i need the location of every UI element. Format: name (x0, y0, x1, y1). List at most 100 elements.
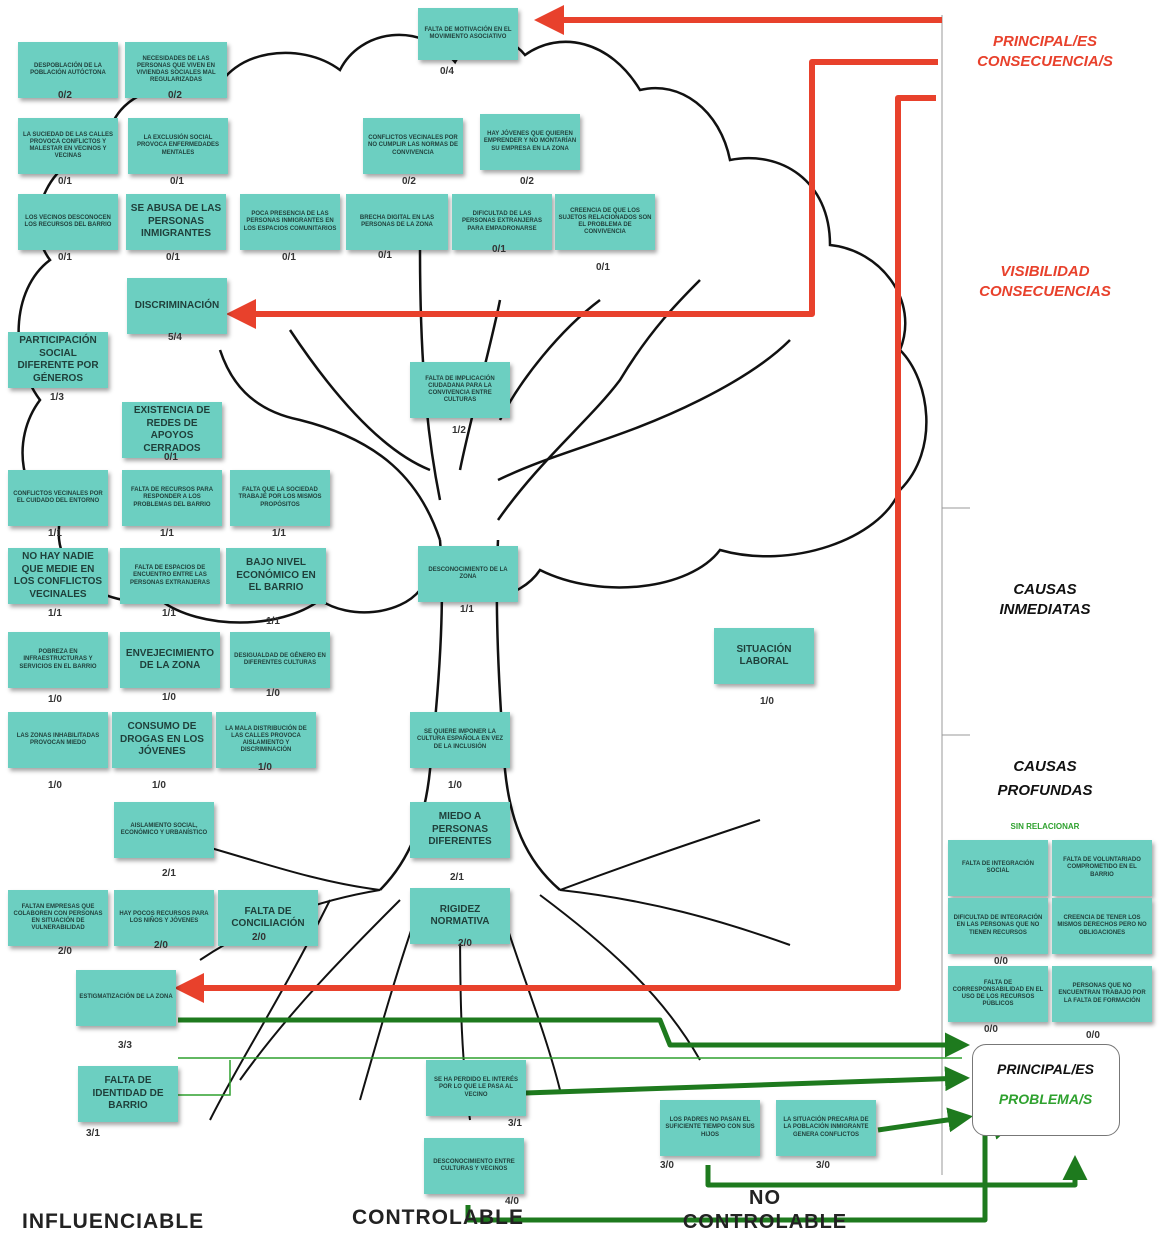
note-score-falta-recursos: 1/1 (160, 528, 174, 539)
sticky-note-imponer-cultura: SE QUIERE IMPONER LA CULTURA ESPAÑOLA EN… (410, 712, 510, 768)
note-score-necesidades: 0/2 (168, 90, 182, 101)
sin-relacionar-label: SIN RELACIONAR (1010, 822, 1080, 831)
note-score-imponer-cultura: 1/0 (448, 780, 462, 791)
sticky-note-situacion-laboral: SITUACIÓN LABORAL (714, 628, 814, 684)
no-controlable-label: NO CONTROLABLE (682, 1187, 848, 1233)
sticky-note-falta-identidad: FALTA DE IDENTIDAD DE BARRIO (78, 1066, 178, 1122)
sticky-note-falta-sociedad: FALTA QUE LA SOCIEDAD TRABAJE POR LOS MI… (230, 470, 330, 526)
sticky-note-vecinos-ignoran: LOS VECINOS DESCONOCEN LOS RECURSOS DEL … (18, 194, 118, 250)
sticky-note-miedo-personas: MIEDO A PERSONAS DIFERENTES (410, 802, 510, 858)
note-score-exclusion-social: 0/1 (170, 176, 184, 187)
sticky-note-rigidez-normativa: RIGIDEZ NORMATIVA (410, 888, 510, 944)
sticky-note-falta-corresponsabilidad: FALTA DE CORRESPONSABILIDAD EN EL USO DE… (948, 966, 1048, 1022)
sticky-note-consumo-drogas: CONSUMO DE DROGAS EN LOS JÓVENES (112, 712, 212, 768)
note-score-desigualdad-genero: 1/0 (266, 688, 280, 699)
red-arrow-estigmatizacion (174, 95, 936, 1003)
note-score-nadie-media: 1/1 (48, 608, 62, 619)
note-score-situacion-precaria: 3/0 (816, 1160, 830, 1171)
sticky-note-falta-recursos: FALTA DE RECURSOS PARA RESPONDER A LOS P… (122, 470, 222, 526)
note-score-padres-tiempo: 3/0 (660, 1160, 674, 1171)
sticky-note-creencia-sujetos: CREENCIA DE QUE LOS SUJETOS RELACIONADOS… (555, 194, 655, 250)
green-arrow-1 (178, 1017, 970, 1058)
note-score-envejecimiento: 1/0 (162, 692, 176, 703)
sticky-note-suciedad: LA SUCIEDAD DE LAS CALLES PROVOCA CONFLI… (18, 118, 118, 174)
note-score-despoblacion: 0/2 (58, 90, 72, 101)
note-score-pobreza-infraestructuras: 1/0 (48, 694, 62, 705)
principal-consecuencias-label: PRINCIPAL/ES CONSECUENCIA/S (977, 33, 1113, 71)
principal-problemas-line1: PRINCIPAL/ES (997, 1061, 1094, 1077)
note-score-zonas-inhabilitadas: 1/0 (48, 780, 62, 791)
sticky-note-falta-motivacion: FALTA DE MOTIVACIÓN EN EL MOVIMIENTO ASO… (418, 8, 518, 60)
note-score-brecha-digital: 0/1 (378, 250, 392, 261)
note-score-creencia-sujetos: 0/1 (596, 262, 610, 273)
note-score-aislamiento: 2/1 (162, 868, 176, 879)
sticky-note-jovenes-emprender: HAY JÓVENES QUE QUIEREN EMPRENDER Y NO M… (480, 114, 580, 170)
note-score-suciedad: 0/1 (58, 176, 72, 187)
sticky-note-conflictos-normas: CONFLICTOS VECINALES POR NO CUMPLIR LAS … (363, 118, 463, 174)
sticky-note-falta-voluntariado: FALTA DE VOLUNTARIADO COMPROMETIDO EN EL… (1052, 840, 1152, 896)
sticky-note-zonas-inhabilitadas: LAS ZONAS INHABILITADAS PROVOCAN MIEDO (8, 712, 108, 768)
sticky-note-redes-apoyo: EXISTENCIA DE REDES DE APOYOS CERRADOS (122, 402, 222, 458)
causas-inmediatas-label: CAUSAS INMEDIATAS (999, 581, 1091, 619)
note-score-consumo-drogas: 1/0 (152, 780, 166, 791)
note-score-dificultad-integracion: 0/0 (994, 956, 1008, 967)
red-arrows (174, 5, 942, 1003)
note-score-participacion-social: 1/3 (50, 392, 64, 403)
green-arrow-2 (524, 1066, 970, 1096)
sticky-note-falta-implicacion: FALTA DE IMPLICACIÓN CIUDADANA PARA LA C… (410, 362, 510, 418)
note-score-desconocimiento-culturas: 4/0 (505, 1196, 519, 1207)
sticky-note-padres-tiempo: LOS PADRES NO PASAN EL SUFICIENTE TIEMPO… (660, 1100, 760, 1156)
note-score-falta-corresponsabilidad: 0/0 (984, 1024, 998, 1035)
green-arrows (178, 1017, 1088, 1223)
sticky-note-creencia-derechos: CREENCIA DE TENER LOS MISMOS DERECHOS PE… (1052, 898, 1152, 954)
note-score-falta-motivacion: 0/4 (440, 66, 454, 77)
green-arrow-3 (877, 1107, 973, 1133)
green-arrow-4 (705, 1155, 1088, 1188)
note-score-vecinos-ignoran: 0/1 (58, 252, 72, 263)
sticky-note-envejecimiento: ENVEJECIMIENTO DE LA ZONA (120, 632, 220, 688)
sticky-note-falta-conciliacion: FALTA DE CONCILIACIÓN (218, 890, 318, 946)
principal-problemas-line2: PROBLEMA/S (998, 1091, 1093, 1107)
sticky-note-discriminacion: DISCRIMINACIÓN (127, 278, 227, 334)
red-arrow-discriminacion (226, 59, 938, 329)
sticky-note-falta-empresas: FALTAN EMPRESAS QUE COLABOREN CON PERSON… (8, 890, 108, 946)
note-score-bajo-nivel: 1/1 (266, 616, 280, 627)
sticky-note-nadie-media: NO HAY NADIE QUE MEDIE EN LOS CONFLICTOS… (8, 548, 108, 604)
note-score-pocos-recursos: 2/0 (154, 940, 168, 951)
sticky-note-despoblacion: DESPOBLACIÓN DE LA POBLACIÓN AUTÓCTONA (18, 42, 118, 98)
sticky-note-bajo-nivel: BAJO NIVEL ECONÓMICO EN EL BARRIO (226, 548, 326, 604)
note-score-situacion-laboral: 1/0 (760, 696, 774, 707)
sticky-note-estigmatizacion: ESTIGMATIZACIÓN DE LA ZONA (76, 970, 176, 1026)
note-score-redes-apoyo: 0/1 (164, 452, 178, 463)
section-dividers (941, 15, 970, 1175)
influenciable-label: INFLUENCIABLE (22, 1210, 205, 1233)
note-score-dificultad-personas: 0/1 (492, 244, 506, 255)
note-score-mala-distribucion: 1/0 (258, 762, 272, 773)
note-score-falta-empresas: 2/0 (58, 946, 72, 957)
note-score-falta-sociedad: 1/1 (272, 528, 286, 539)
principal-problemas-box: PRINCIPAL/ES PROBLEMA/S (972, 1044, 1120, 1136)
note-score-conflictos-cuidado: 1/1 (48, 528, 62, 539)
sticky-note-conflictos-cuidado: CONFLICTOS VECINALES POR EL CUIDADO DEL … (8, 470, 108, 526)
sticky-note-dificultad-personas: DIFICULTAD DE LAS PERSONAS EXTRANJERAS P… (452, 194, 552, 250)
sticky-note-falta-espacios: FALTA DE ESPACIOS DE ENCUENTRO ENTRE LAS… (120, 548, 220, 604)
visibilidad-consecuencias-label: VISIBILIDAD CONSECUENCIAS (979, 263, 1111, 301)
note-score-discriminacion: 5/4 (168, 332, 182, 343)
causas-profundas-label: CAUSAS PROFUNDAS (997, 758, 1093, 799)
note-score-conflictos-normas: 0/2 (402, 176, 416, 187)
note-score-jovenes-emprender: 0/2 (520, 176, 534, 187)
green-thin-lines (178, 1057, 962, 1096)
sticky-note-pobreza-infraestructuras: POBREZA EN INFRAESTRUCTURAS Y SERVICIOS … (8, 632, 108, 688)
note-score-miedo-personas: 2/1 (450, 872, 464, 883)
sticky-note-abusa-inmigrantes: SE ABUSA DE LAS PERSONAS INMIGRANTES (126, 194, 226, 250)
note-score-falta-identidad: 3/1 (86, 1128, 100, 1139)
sticky-note-desconocimiento-culturas: DESCONOCIMIENTO ENTRE CULTURAS Y VECINOS (424, 1138, 524, 1194)
sticky-note-desconocimiento-zona: DESCONOCIMIENTO DE LA ZONA (418, 546, 518, 602)
sticky-note-mala-distribucion: LA MALA DISTRIBUCIÓN DE LAS CALLES PROVO… (216, 712, 316, 768)
sticky-note-falta-integracion: FALTA DE INTEGRACIÓN SOCIAL (948, 840, 1048, 896)
sticky-note-poca-presencia: POCA PRESENCIA DE LAS PERSONAS INMIGRANT… (240, 194, 340, 250)
sticky-note-exclusion-social: LA EXCLUSIÓN SOCIAL PROVOCA ENFERMEDADES… (128, 118, 228, 174)
sticky-note-participacion-social: PARTICIPACIÓN SOCIAL DIFERENTE POR GÉNER… (8, 332, 108, 388)
sticky-note-necesidades: NECESIDADES DE LAS PERSONAS QUE VIVEN EN… (125, 42, 227, 98)
note-score-personas-trabajo: 0/0 (1086, 1030, 1100, 1041)
